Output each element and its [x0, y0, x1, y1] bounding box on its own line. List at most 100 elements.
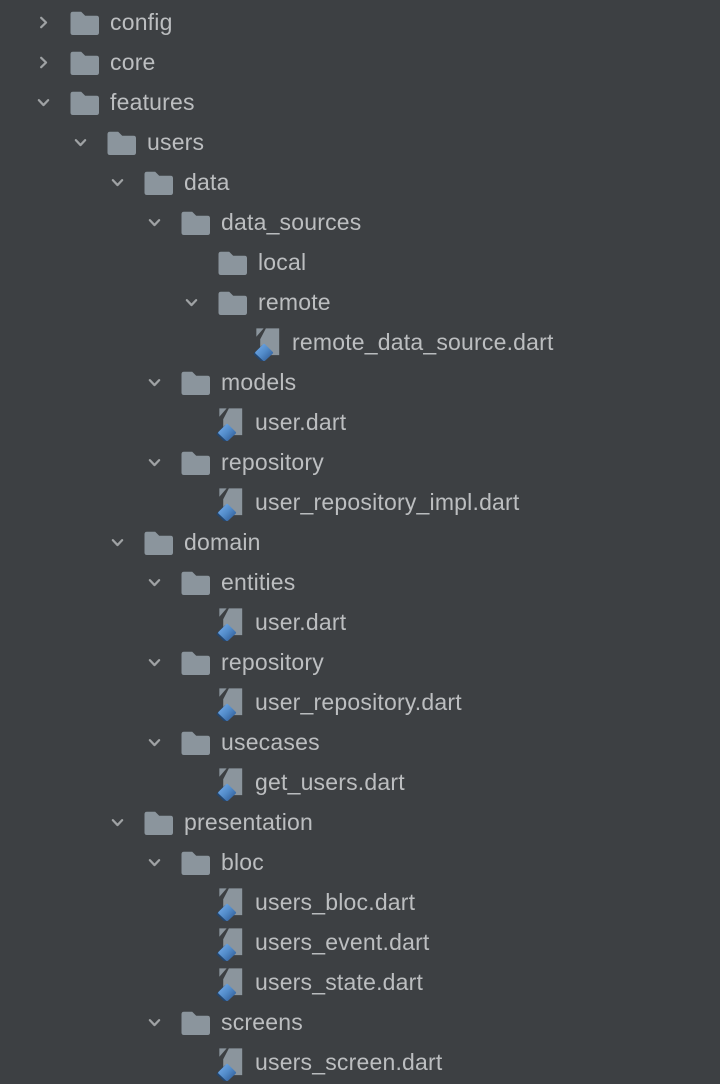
- tree-item-label: users_state.dart: [255, 968, 424, 995]
- tree-row[interactable]: usecases: [0, 722, 720, 762]
- tree-item-label: repository: [221, 648, 324, 675]
- tree-item-label: screens: [221, 1008, 303, 1035]
- tree-row[interactable]: user.dart: [0, 602, 720, 642]
- tree-item-label: models: [221, 368, 297, 395]
- tree-row[interactable]: entities: [0, 562, 720, 602]
- folder-icon: [216, 245, 248, 279]
- folder-icon: [179, 845, 211, 879]
- tree-row[interactable]: get_users.dart: [0, 762, 720, 802]
- folder-icon: [142, 805, 174, 839]
- chevron-right-icon[interactable]: [25, 2, 61, 42]
- chevron-spacer: [173, 482, 209, 522]
- tree-item-label: users_bloc.dart: [255, 888, 416, 915]
- chevron-down-icon[interactable]: [99, 522, 135, 562]
- folder-icon: [142, 165, 174, 199]
- dart-file-icon: [216, 763, 248, 801]
- tree-row[interactable]: users: [0, 122, 720, 162]
- tree-item-label: bloc: [221, 848, 264, 875]
- tree-item-label: presentation: [184, 808, 313, 835]
- tree-row[interactable]: remote: [0, 282, 720, 322]
- tree-item-label: users: [147, 128, 205, 155]
- folder-icon: [179, 1005, 211, 1039]
- tree-row[interactable]: features: [0, 82, 720, 122]
- folder-icon: [179, 565, 211, 599]
- folder-icon: [179, 725, 211, 759]
- tree-item-label: core: [110, 48, 156, 75]
- dart-file-icon: [216, 883, 248, 921]
- tree-row[interactable]: config: [0, 2, 720, 42]
- chevron-spacer: [173, 762, 209, 802]
- tree-row[interactable]: bloc: [0, 842, 720, 882]
- dart-file-icon: [253, 323, 285, 361]
- tree-row[interactable]: models: [0, 362, 720, 402]
- tree-item-label: data_sources: [221, 208, 362, 235]
- tree-item-label: user.dart: [255, 608, 347, 635]
- chevron-spacer: [173, 402, 209, 442]
- tree-item-label: users_screen.dart: [255, 1048, 443, 1075]
- tree-item-label: repository: [221, 448, 324, 475]
- dart-file-icon: [216, 683, 248, 721]
- tree-row[interactable]: screens: [0, 1002, 720, 1042]
- chevron-down-icon[interactable]: [136, 722, 172, 762]
- tree-row[interactable]: remote_data_source.dart: [0, 322, 720, 362]
- chevron-spacer: [173, 602, 209, 642]
- chevron-down-icon[interactable]: [173, 282, 209, 322]
- tree-row[interactable]: repository: [0, 642, 720, 682]
- tree-row[interactable]: user_repository.dart: [0, 682, 720, 722]
- chevron-down-icon[interactable]: [62, 122, 98, 162]
- tree-row[interactable]: local: [0, 242, 720, 282]
- chevron-down-icon[interactable]: [136, 642, 172, 682]
- dart-file-icon: [216, 963, 248, 1001]
- tree-row[interactable]: presentation: [0, 802, 720, 842]
- folder-icon: [105, 125, 137, 159]
- folder-icon: [179, 445, 211, 479]
- folder-icon: [216, 285, 248, 319]
- tree-item-label: get_users.dart: [255, 768, 405, 795]
- chevron-spacer: [173, 1042, 209, 1082]
- chevron-right-icon[interactable]: [25, 42, 61, 82]
- tree-item-label: data: [184, 168, 230, 195]
- chevron-down-icon[interactable]: [136, 562, 172, 602]
- tree-item-label: local: [258, 248, 307, 275]
- chevron-down-icon[interactable]: [136, 362, 172, 402]
- chevron-spacer: [173, 962, 209, 1002]
- folder-icon: [68, 45, 100, 79]
- chevron-spacer: [173, 242, 209, 282]
- folder-icon: [142, 525, 174, 559]
- folder-icon: [179, 365, 211, 399]
- tree-row[interactable]: domain: [0, 522, 720, 562]
- tree-item-label: user_repository_impl.dart: [255, 488, 520, 515]
- chevron-down-icon[interactable]: [136, 842, 172, 882]
- tree-item-label: entities: [221, 568, 296, 595]
- tree-row[interactable]: users_state.dart: [0, 962, 720, 1002]
- tree-row[interactable]: core: [0, 42, 720, 82]
- tree-item-label: users_event.dart: [255, 928, 430, 955]
- tree-item-label: domain: [184, 528, 261, 555]
- chevron-spacer: [173, 882, 209, 922]
- tree-row[interactable]: user_repository_impl.dart: [0, 482, 720, 522]
- folder-icon: [179, 205, 211, 239]
- chevron-down-icon[interactable]: [25, 82, 61, 122]
- dart-file-icon: [216, 483, 248, 521]
- tree-row[interactable]: data_sources: [0, 202, 720, 242]
- chevron-down-icon[interactable]: [99, 162, 135, 202]
- tree-row[interactable]: repository: [0, 442, 720, 482]
- chevron-down-icon[interactable]: [136, 202, 172, 242]
- tree-row[interactable]: users_event.dart: [0, 922, 720, 962]
- chevron-down-icon[interactable]: [136, 1002, 172, 1042]
- tree-row[interactable]: data: [0, 162, 720, 202]
- tree-item-label: usecases: [221, 728, 320, 755]
- chevron-spacer: [210, 322, 246, 362]
- tree-row[interactable]: users_bloc.dart: [0, 882, 720, 922]
- folder-icon: [179, 645, 211, 679]
- tree-row[interactable]: user.dart: [0, 402, 720, 442]
- tree-item-label: user_repository.dart: [255, 688, 462, 715]
- chevron-down-icon[interactable]: [136, 442, 172, 482]
- tree-item-label: features: [110, 88, 195, 115]
- folder-icon: [68, 85, 100, 119]
- chevron-down-icon[interactable]: [99, 802, 135, 842]
- tree-item-label: config: [110, 8, 173, 35]
- tree-row[interactable]: users_screen.dart: [0, 1042, 720, 1082]
- tree-item-label: remote_data_source.dart: [292, 328, 554, 355]
